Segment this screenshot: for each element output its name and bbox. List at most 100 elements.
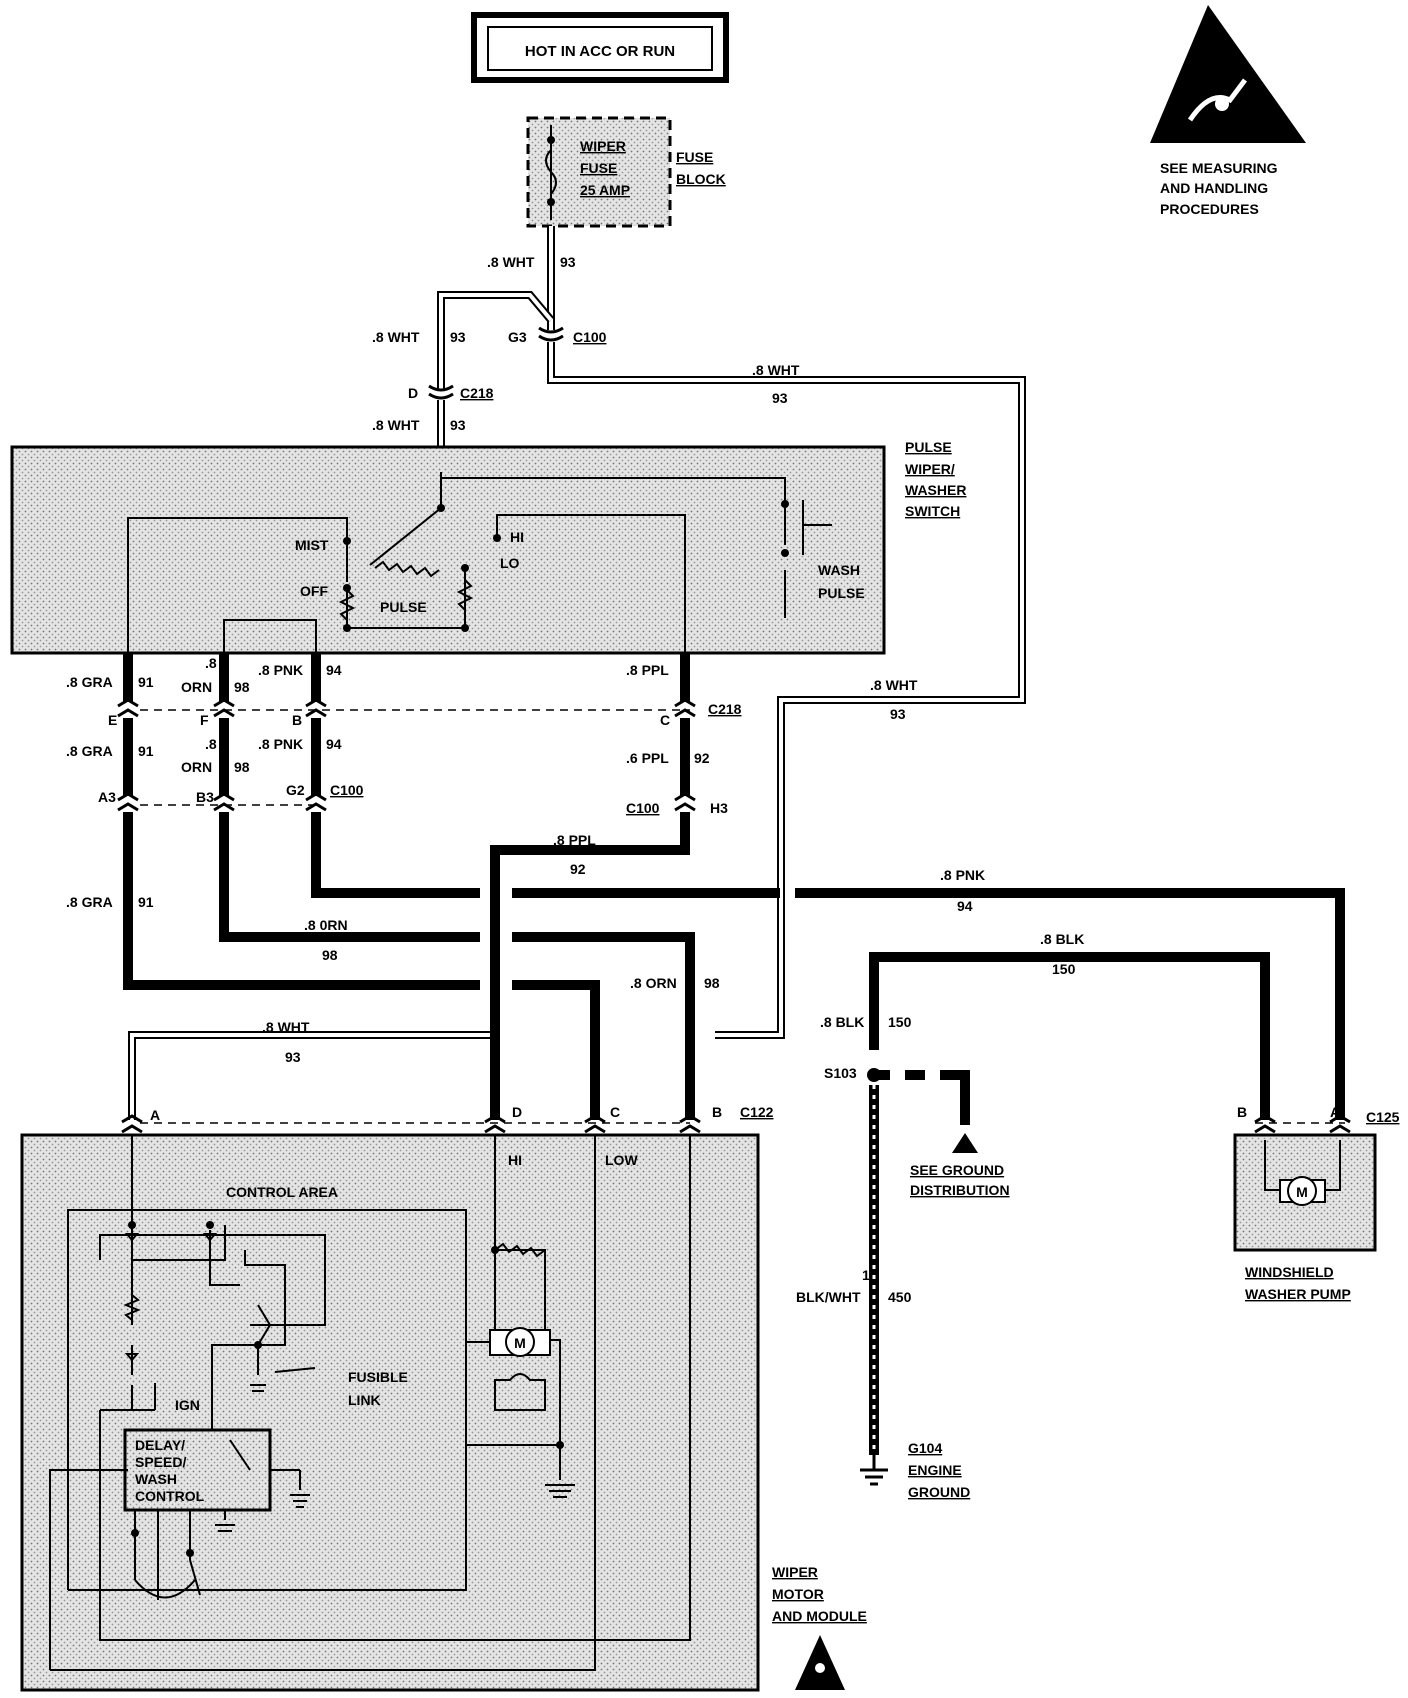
c98-label-2: 98 bbox=[234, 759, 250, 775]
c94-label-2: 94 bbox=[326, 736, 342, 752]
pin-b-label: B bbox=[712, 1104, 722, 1120]
f-label: F bbox=[200, 712, 209, 728]
harness-chevrons bbox=[117, 698, 1351, 1134]
lo-label: LO bbox=[500, 555, 520, 571]
fuse-label-1: WIPER bbox=[580, 138, 626, 154]
module-name-1: WIPER bbox=[772, 1564, 818, 1580]
wht-label-1: .8 WHT bbox=[487, 254, 535, 270]
control-label-4: CONTROL bbox=[135, 1488, 205, 1504]
a3-label: A3 bbox=[98, 789, 116, 805]
pulse-label: PULSE bbox=[380, 599, 427, 615]
c122-label: C122 bbox=[740, 1104, 774, 1120]
blk-label-1: .8 BLK bbox=[1040, 931, 1084, 947]
wash-label: WASH bbox=[818, 562, 860, 578]
fusible-link-leader bbox=[274, 1367, 316, 1373]
hi-label: HI bbox=[510, 529, 524, 545]
pin-c-label: C bbox=[610, 1104, 620, 1120]
wht-label-6: .8 WHT bbox=[262, 1019, 310, 1035]
gra-label-1: .8 GRA bbox=[66, 674, 113, 690]
orn-label-1a: .8 bbox=[205, 655, 217, 671]
wht-label-2: .8 WHT bbox=[372, 329, 420, 345]
switch-name-2: WIPER/ bbox=[905, 461, 955, 477]
g3-label: G3 bbox=[508, 329, 527, 345]
off-label: OFF bbox=[300, 583, 328, 599]
g2-label: G2 bbox=[286, 782, 305, 798]
fuse-label-2: FUSE bbox=[580, 160, 617, 176]
ground-arrow-icon bbox=[952, 1133, 978, 1153]
wht-label-3: .8 WHT bbox=[752, 362, 800, 378]
fuse-label-3: 25 AMP bbox=[580, 182, 630, 198]
module-name-3: AND MODULE bbox=[772, 1608, 867, 1624]
hot-in-acc-or-run-box: HOT IN ACC OR RUN bbox=[471, 12, 729, 83]
g104-label-1: G104 bbox=[908, 1440, 942, 1456]
pump-pin-b-label: B bbox=[1237, 1104, 1247, 1120]
wht-label-5: .8 WHT bbox=[870, 677, 918, 693]
c98-label-3: 98 bbox=[322, 947, 338, 963]
e-label: E bbox=[108, 712, 117, 728]
c93-label-5: 93 bbox=[890, 706, 906, 722]
c150-label-1: 150 bbox=[1052, 961, 1076, 977]
g104-label-2: ENGINE bbox=[908, 1462, 962, 1478]
c93-label-1: 93 bbox=[560, 254, 576, 270]
control-label-1: DELAY/ bbox=[135, 1437, 185, 1453]
windshield-washer-pump: M bbox=[1233, 1133, 1377, 1252]
blkwht-label-2: BLK/WHT bbox=[796, 1289, 861, 1305]
module-name-2: MOTOR bbox=[772, 1586, 824, 1602]
esd-warning-icon bbox=[1150, 5, 1306, 143]
fuse-block-2: BLOCK bbox=[676, 171, 726, 187]
pin-a-label: A bbox=[150, 1107, 160, 1123]
c450-label: 450 bbox=[888, 1289, 912, 1305]
s103-label: S103 bbox=[824, 1065, 857, 1081]
d-label-1: D bbox=[408, 385, 418, 401]
esd-note-line3: PROCEDURES bbox=[1160, 201, 1259, 217]
c218-label-2: C218 bbox=[708, 701, 742, 717]
orn-label-1b: ORN bbox=[181, 679, 212, 695]
switch-name-1: PULSE bbox=[905, 439, 952, 455]
ign-label: IGN bbox=[175, 1397, 200, 1413]
esd-small-icon bbox=[795, 1635, 845, 1690]
pnk-label-1: .8 PNK bbox=[258, 662, 303, 678]
pnk-label-3: .8 PNK bbox=[940, 867, 985, 883]
b3-label: B3 bbox=[196, 789, 214, 805]
c100-label-2: C100 bbox=[330, 782, 364, 798]
pump-motor-icon: M bbox=[1296, 1184, 1308, 1200]
wht-label-4: .8 WHT bbox=[372, 417, 420, 433]
orn-label-3: .8 0RN bbox=[304, 917, 348, 933]
gra-label-3: .8 GRA bbox=[66, 894, 113, 910]
orn-label-4: .8 ORN bbox=[630, 975, 677, 991]
c150-label-2: 150 bbox=[888, 1014, 912, 1030]
connector-symbols bbox=[428, 326, 564, 400]
control-area-label: CONTROL AREA bbox=[226, 1184, 338, 1200]
c125-label: C125 bbox=[1366, 1109, 1400, 1125]
mist-label: MIST bbox=[295, 537, 329, 553]
esd-note-line1: SEE MEASURING bbox=[1160, 160, 1278, 176]
engine-ground-icon bbox=[860, 1455, 888, 1486]
fusible-label-2: LINK bbox=[348, 1392, 381, 1408]
fusible-label-1: FUSIBLE bbox=[348, 1369, 408, 1385]
c92-label-2: 92 bbox=[570, 861, 586, 877]
pulse-wiper-washer-switch bbox=[10, 445, 886, 655]
see-ground-2: DISTRIBUTION bbox=[910, 1182, 1010, 1198]
orn-label-2a: .8 bbox=[205, 736, 217, 752]
wiper-motor-icon: M bbox=[514, 1335, 526, 1351]
pin-d-label: D bbox=[512, 1104, 522, 1120]
c93-label-6: 93 bbox=[285, 1049, 301, 1065]
c98-label-1: 98 bbox=[234, 679, 250, 695]
pump-name-1: WINDSHIELD bbox=[1245, 1264, 1334, 1280]
gra-label-2: .8 GRA bbox=[66, 743, 113, 759]
c98-label-4: 98 bbox=[704, 975, 720, 991]
pnk-label-2: .8 PNK bbox=[258, 736, 303, 752]
s103-splice bbox=[867, 1068, 881, 1082]
c91-label-1: 91 bbox=[138, 674, 154, 690]
b-label-1: B bbox=[292, 712, 302, 728]
c93-label-3: 93 bbox=[772, 390, 788, 406]
switch-name-4: SWITCH bbox=[905, 503, 960, 519]
control-label-2: SPEED/ bbox=[135, 1454, 186, 1470]
c100-label-1: C100 bbox=[573, 329, 607, 345]
c93-label-2: 93 bbox=[450, 329, 466, 345]
wash-pulse-label: PULSE bbox=[818, 585, 865, 601]
c94-label-1: 94 bbox=[326, 662, 342, 678]
c91-label-2: 91 bbox=[138, 743, 154, 759]
fuse-block-1: FUSE bbox=[676, 149, 713, 165]
